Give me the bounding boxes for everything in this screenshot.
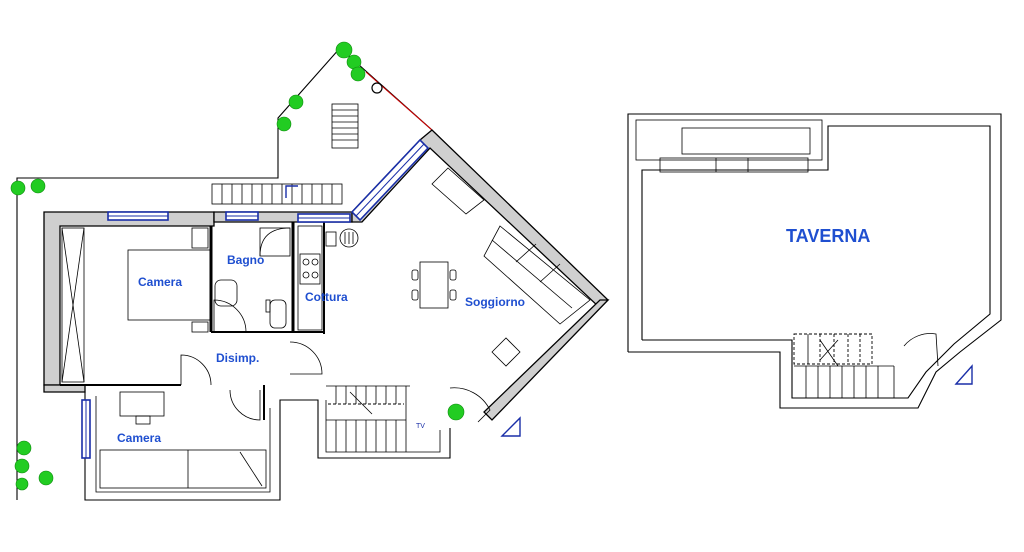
wall-stair-inner xyxy=(325,400,441,453)
room-label-soggiorno: Soggiorno xyxy=(465,295,525,309)
staircase-basement xyxy=(793,333,895,399)
room-label-taverna: TAVERNA xyxy=(786,226,870,246)
plant-icon xyxy=(14,440,54,491)
tv-label: TV xyxy=(416,423,425,430)
kitchen-counter xyxy=(297,225,323,331)
window-living-diagonal xyxy=(350,138,430,222)
terrace-grate-lower xyxy=(211,183,343,205)
plant-icon xyxy=(10,178,46,196)
terrace-post xyxy=(371,82,383,94)
taverna-outer-wall xyxy=(627,113,1002,409)
door-arc-taverna xyxy=(903,333,939,367)
single-bed-2 xyxy=(99,449,267,489)
basement-plan: TAVERNA xyxy=(627,113,1002,409)
wall-bedroom2-outline xyxy=(84,392,451,501)
washbasin xyxy=(214,279,238,307)
terrace-marker xyxy=(285,185,298,198)
entrance-marker-ground xyxy=(500,416,521,437)
window-bedroom2-west xyxy=(81,399,91,459)
door-arc-bathroom xyxy=(213,299,247,333)
window-kitchen-north xyxy=(297,213,351,223)
terrace-grate-upper xyxy=(331,103,359,149)
plant-icon xyxy=(447,403,465,421)
staircase-ground xyxy=(326,385,410,452)
wardrobe-bedroom-1 xyxy=(61,227,85,383)
door-arc-bedroom-2 xyxy=(229,389,261,421)
door-arc-entrance xyxy=(449,387,491,423)
sofa xyxy=(483,225,591,325)
double-bed-1 xyxy=(127,227,213,333)
room-label-disimpegno: Disimp. xyxy=(216,351,259,365)
entrance-marker-basement xyxy=(954,364,973,385)
window-bath-north xyxy=(225,211,259,221)
shower xyxy=(259,227,291,257)
taverna-window-sill xyxy=(659,157,809,173)
wall-diagonal-south xyxy=(483,299,610,421)
stove-hob xyxy=(299,253,321,285)
taverna-inner-wall xyxy=(641,125,991,399)
armchair xyxy=(431,167,485,215)
window-bedroom-north xyxy=(107,211,169,221)
terrace-outline xyxy=(16,47,433,500)
door-arc-kitchen xyxy=(289,341,323,375)
taverna-window xyxy=(681,127,811,155)
door-arc-bedroom-1 xyxy=(180,354,212,386)
wall-bedroom-south xyxy=(43,384,86,393)
taverna-niche xyxy=(635,119,823,161)
room-label-camera-1: Camera xyxy=(138,275,182,289)
side-table xyxy=(491,337,521,367)
terrace-edge-red xyxy=(365,71,433,131)
wall-west-bedroom xyxy=(43,211,215,386)
wall-bedroom2-inner xyxy=(95,396,271,493)
plant-icon xyxy=(276,94,304,132)
room-label-cottura: Cottura xyxy=(305,290,348,304)
dining-table xyxy=(411,261,457,309)
kitchen-sink xyxy=(325,228,359,248)
room-label-camera-2: Camera xyxy=(117,431,161,445)
plant-icon xyxy=(335,41,366,82)
wall-diagonal-north xyxy=(351,129,609,309)
toilet xyxy=(265,299,287,329)
ground-floor-plan: Camera Bagno Cottura Soggiorno Disimp. C… xyxy=(10,41,610,501)
room-label-bagno: Bagno xyxy=(227,253,264,267)
desk-bedroom-2 xyxy=(119,391,165,425)
